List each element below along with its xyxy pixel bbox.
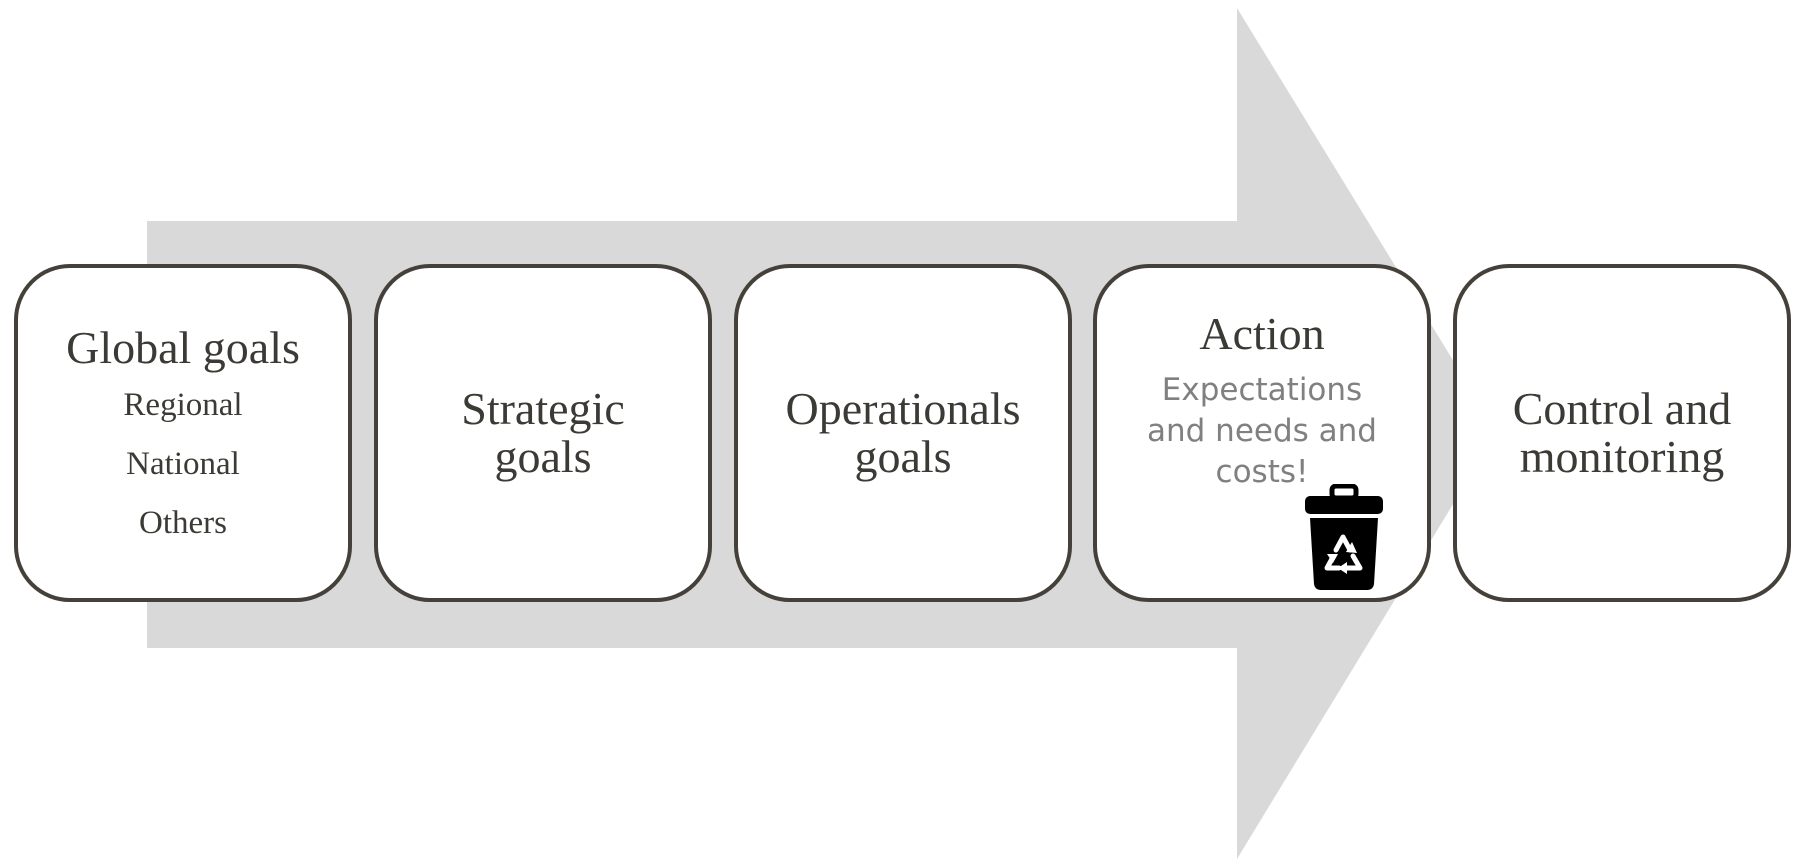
step-item-national: National [126, 446, 240, 482]
step-action: Action Expectations and needs and costs! [1093, 264, 1431, 602]
step-item-regional: Regional [123, 387, 243, 423]
step-title-control-and-monitoring: Control and monitoring [1512, 383, 1732, 482]
recycle-bin-icon [1305, 484, 1383, 590]
step-operationals-goals: Operationals goals [734, 264, 1072, 602]
step-title-operationals-goals: Operationals goals [785, 383, 1021, 482]
step-title-action: Action [1199, 308, 1325, 359]
step-title-global-goals: Global goals [66, 322, 300, 373]
step-item-others: Others [139, 505, 227, 541]
step-note-action: Expectations and needs and costs! [1147, 372, 1377, 490]
step-control-and-monitoring: Control and monitoring [1453, 264, 1791, 602]
step-title-strategic-goals: Strategic goals [461, 383, 625, 482]
step-global-goals: Global goals Regional National Others [14, 264, 352, 602]
step-strategic-goals: Strategic goals [374, 264, 712, 602]
